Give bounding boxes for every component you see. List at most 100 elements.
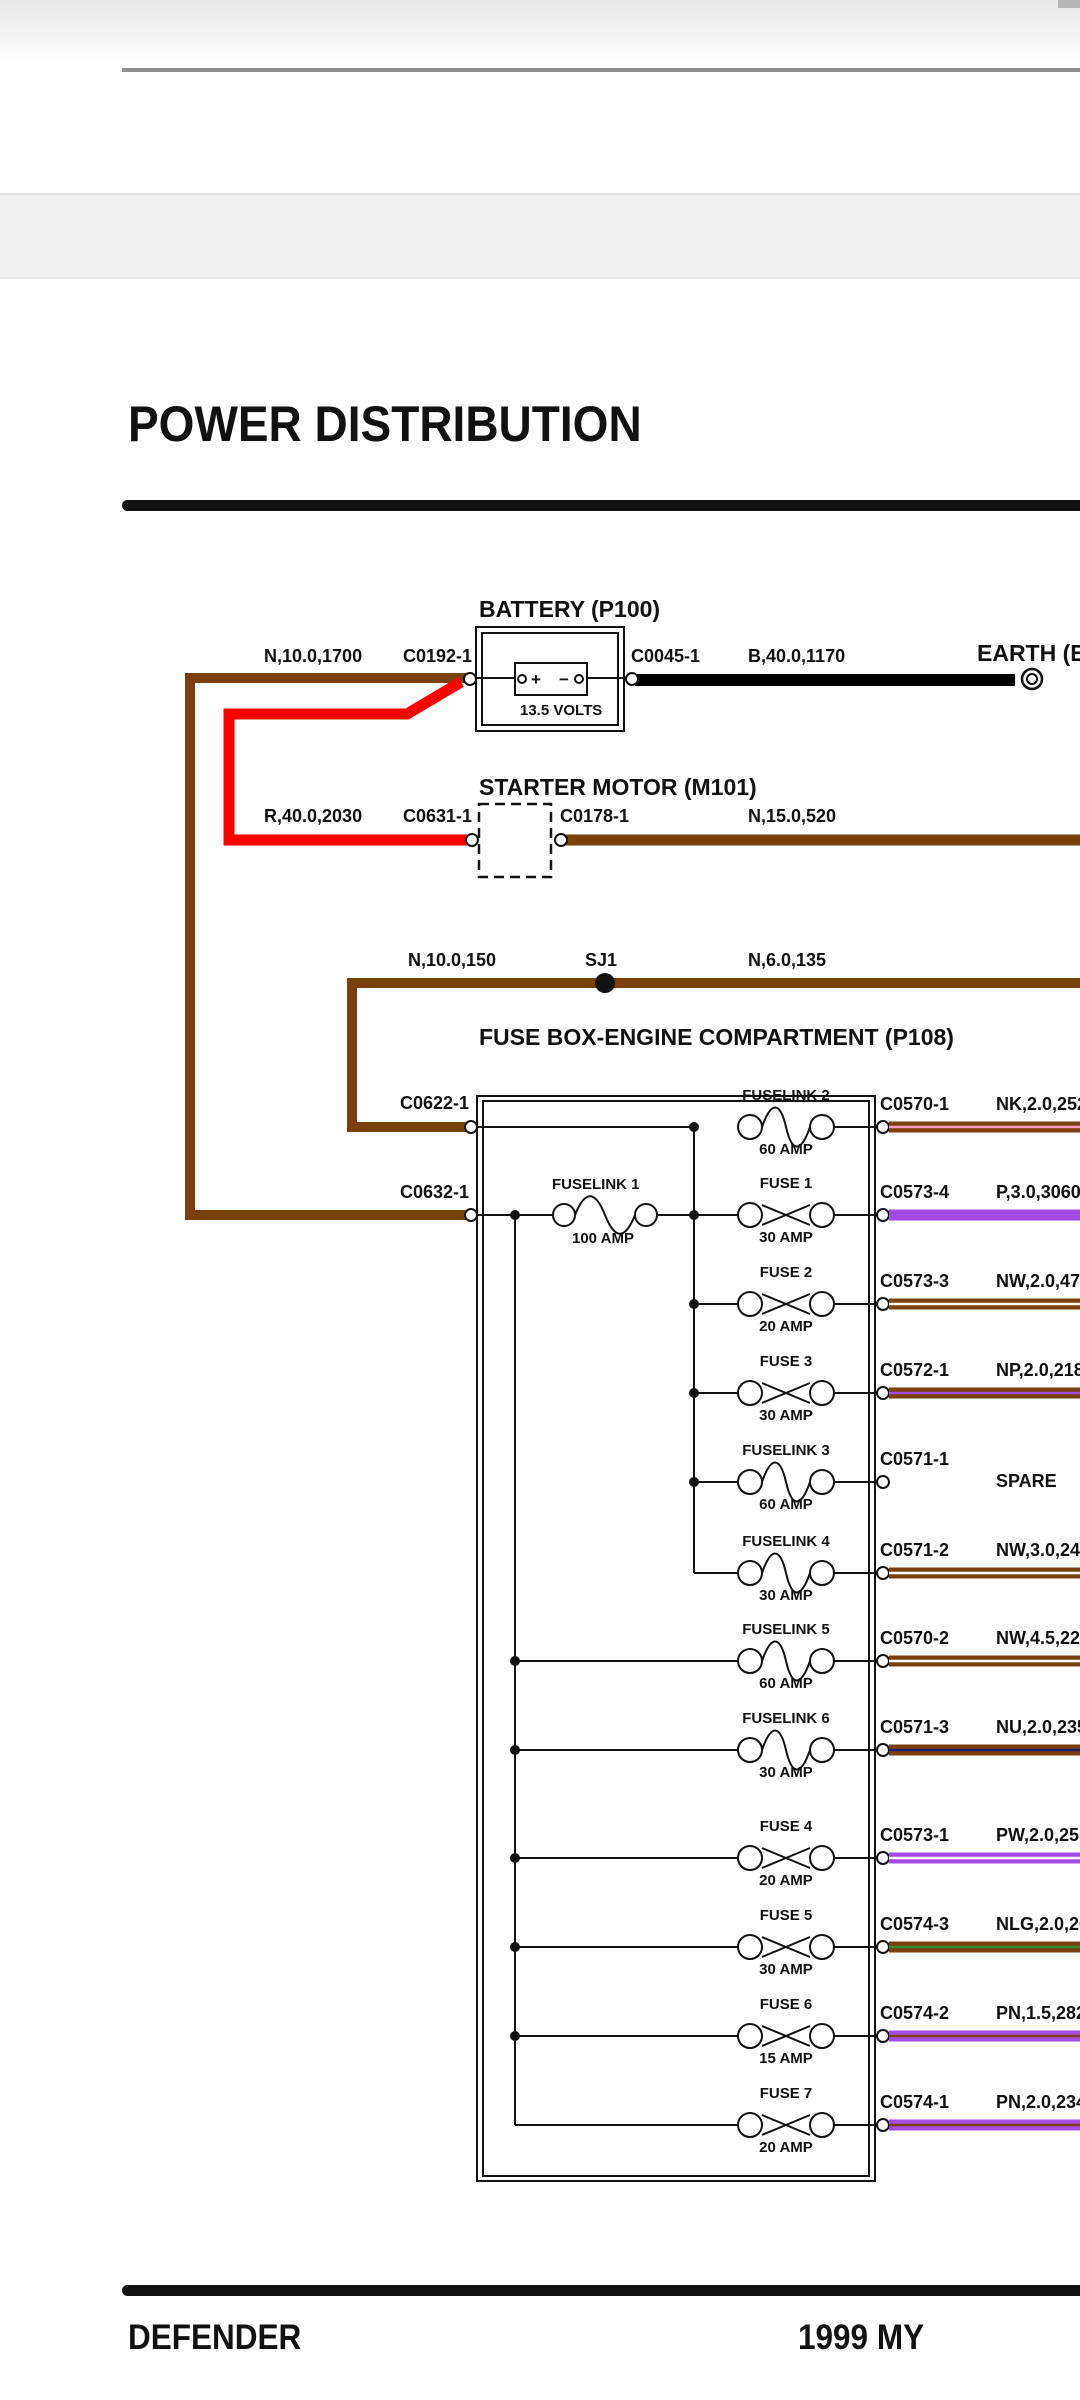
fusebox-title: FUSE BOX-ENGINE COMPARTMENT (P108) [479, 1024, 954, 1050]
wire-label-n-10-150: N,10.0,150 [408, 950, 496, 970]
fuse-connector: C0574-3 [880, 1914, 949, 1934]
fuse-rating: 30 AMP [759, 1961, 813, 1978]
wiring-diagram: + − 13.5 VOLTS BATTERY (P100) N,10.0,170… [185, 596, 1080, 2182]
battery-volts: 13.5 VOLTS [520, 702, 602, 719]
fuselink-1-symbol [552, 1195, 658, 1235]
earth-label: EARTH (E1 [977, 640, 1080, 666]
fuse-wire-label: PN,2.0,234 [996, 2092, 1080, 2112]
fuse-terminal [876, 1940, 890, 1954]
fuse-connector: C0571-3 [880, 1717, 949, 1737]
fuse-symbol [737, 1291, 835, 1317]
terminal-c0632-1 [464, 1208, 478, 1222]
fuse-name: FUSE 2 [760, 1264, 813, 1281]
fuse-terminal [876, 1654, 890, 1668]
footer-year: 1999 MY [798, 2318, 925, 2357]
fuse-wire-label: PN,1.5,282 [996, 2003, 1080, 2023]
fuse-box-outline [476, 1095, 876, 2182]
wire-label-n-15-520: N,15.0,520 [748, 806, 836, 826]
fuse-connector: C0574-2 [880, 2003, 949, 2023]
fuse-name: FUSE 3 [760, 1353, 813, 1370]
fuse-row: FUSE 3 30 AMP C0572-1 NP,2.0,218 [694, 1353, 1080, 1424]
fuse-symbol [737, 1845, 835, 1871]
wire-label-n-6-135: N,6.0,135 [748, 950, 826, 970]
fuse-wire-label: NK,2.0,252 [996, 1094, 1080, 1114]
fuse-row: FUSE 7 20 AMP C0574-1 PN,2.0,234 [515, 2085, 1080, 2156]
splice-label: SJ1 [585, 950, 617, 970]
fuse-name: FUSELINK 5 [742, 1621, 830, 1638]
fuse-rating: 60 AMP [759, 1496, 813, 1513]
fuse-connector: C0573-1 [880, 1825, 949, 1845]
footer-rule [122, 2285, 1080, 2296]
fuselink-symbol [737, 1106, 835, 1148]
fuse-wire-label: PW,2.0,255 [996, 1825, 1080, 1845]
fuse-rating: 60 AMP [759, 1141, 813, 1158]
fuse-terminal [876, 1297, 890, 1311]
fuse-symbol [737, 1934, 835, 1960]
fuselink-symbol [737, 1552, 835, 1594]
connector-c0192-1: C0192-1 [403, 646, 472, 666]
fuse-terminal [876, 1566, 890, 1580]
fuse-connector: C0572-1 [880, 1360, 949, 1380]
fuse-connector: C0574-1 [880, 2092, 949, 2112]
fuse-rating: 15 AMP [759, 2050, 813, 2067]
wire-label-n-10-1700: N,10.0,1700 [264, 646, 362, 666]
wire-label-b-40-1170: B,40.0,1170 [748, 646, 845, 666]
battery-title: BATTERY (P100) [479, 596, 660, 622]
page-title: POWER DISTRIBUTION [128, 396, 642, 452]
fuse-connector: C0571-1 [880, 1449, 949, 1469]
fuse-terminal [876, 1475, 890, 1489]
title-rule [122, 500, 1080, 511]
fuse-name: FUSE 1 [760, 1175, 813, 1192]
fuse-row: FUSELINK 2 60 AMP C0570-1 NK,2.0,252 [737, 1087, 1080, 1158]
fuse-wire-label: NW,3.0,240 [996, 1540, 1080, 1560]
fuselink-symbol [737, 1729, 835, 1771]
terminal-c0178-1 [554, 833, 568, 847]
fuse-name: FUSE 5 [760, 1907, 813, 1924]
fuselink-1-rating: 100 AMP [572, 1230, 634, 1247]
splice-sj1 [595, 973, 615, 993]
fuse-symbol [737, 1202, 835, 1228]
fuse-wire-label: NP,2.0,218 [996, 1360, 1080, 1380]
fuse-symbol [737, 1380, 835, 1406]
fuse-name: FUSE 7 [760, 2085, 813, 2102]
starter-motor-box [477, 802, 553, 879]
wire-r-40-2030 [223, 677, 469, 846]
fuse-rating: 30 AMP [759, 1587, 813, 1604]
connector-c0631-1: C0631-1 [403, 806, 472, 826]
footer-model: DEFENDER [128, 2318, 302, 2357]
fuse-name: FUSE 4 [760, 1818, 813, 1835]
fuse-terminal [876, 1743, 890, 1757]
terminal-c0045-1 [625, 672, 639, 686]
wire-n-10-1700 [185, 673, 468, 1220]
fuse-connector: C0570-2 [880, 1628, 949, 1648]
starter-title: STARTER MOTOR (M101) [479, 774, 757, 800]
fuse-rating: 20 AMP [759, 2139, 813, 2156]
fuse-wire-label: NW,2.0,470 [996, 1271, 1080, 1291]
fuse-wire-label: NU,2.0,235 [996, 1717, 1080, 1737]
connector-c0632-1: C0632-1 [400, 1182, 469, 1202]
fuse-wire-label: NW,4.5,220 [996, 1628, 1080, 1648]
fuse-connector: C0570-1 [880, 1094, 949, 1114]
terminal-c0622-1 [464, 1120, 478, 1134]
fuse-rating: 30 AMP [759, 1407, 813, 1424]
fuse-rating: 30 AMP [759, 1229, 813, 1246]
fuse-terminal [876, 1120, 890, 1134]
fuse-name: FUSELINK 2 [742, 1087, 830, 1104]
fuse-rating: 20 AMP [759, 1318, 813, 1335]
gray-band [0, 193, 1080, 279]
fuse-terminal [876, 2029, 890, 2043]
connector-c0045-1: C0045-1 [631, 646, 700, 666]
fuselink-symbol [737, 1640, 835, 1682]
fuse-name: FUSELINK 3 [742, 1442, 830, 1459]
fuse-name: FUSE 6 [760, 1996, 813, 2013]
fuse-terminal [876, 1851, 890, 1865]
wire-label-r-40-2030: R,40.0,2030 [264, 806, 362, 826]
battery-minus: − [559, 670, 569, 689]
